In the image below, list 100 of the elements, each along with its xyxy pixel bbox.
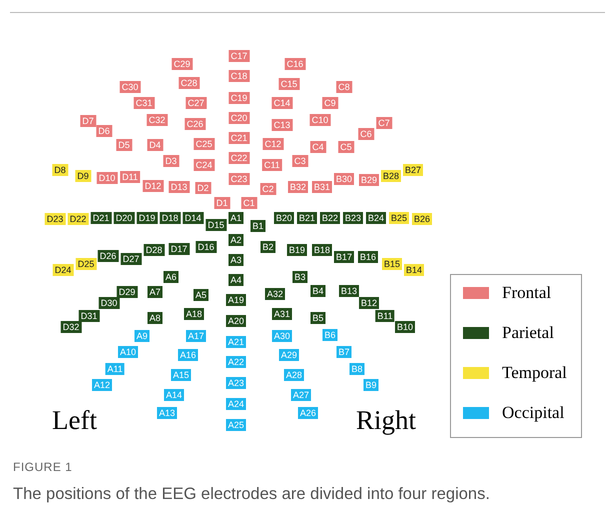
electrode-tag: C25 bbox=[194, 138, 214, 150]
electrode-tag: D11 bbox=[120, 171, 140, 183]
electrode-tag: D14 bbox=[182, 212, 204, 224]
electrode-tag: B19 bbox=[287, 244, 307, 256]
electrode-tag: A16 bbox=[178, 349, 198, 361]
electrode-tag: B20 bbox=[274, 212, 294, 224]
electrode-tag: A15 bbox=[171, 369, 191, 381]
electrode-tag: A8 bbox=[148, 312, 162, 324]
electrode-tag: C19 bbox=[228, 92, 250, 104]
electrode-tag: C21 bbox=[228, 132, 250, 144]
electrode-tag: B23 bbox=[343, 212, 363, 224]
electrode-tag: A21 bbox=[226, 336, 246, 348]
electrode-tag: A1 bbox=[228, 212, 244, 224]
electrode-tag: D5 bbox=[116, 139, 132, 151]
electrode-tag: A28 bbox=[284, 369, 304, 381]
electrode-tag: A32 bbox=[265, 288, 285, 300]
electrode-tag: D13 bbox=[168, 181, 190, 193]
electrode-tag: D9 bbox=[75, 170, 91, 182]
electrode-tag: C3 bbox=[292, 155, 308, 167]
electrode-tag: C27 bbox=[186, 97, 206, 109]
electrode-tag: D21 bbox=[90, 212, 112, 224]
electrode-tag: A11 bbox=[105, 363, 125, 375]
electrode-tag: A26 bbox=[298, 407, 318, 419]
electrode-tag: A9 bbox=[134, 330, 150, 342]
electrode-tag: C30 bbox=[120, 81, 140, 93]
electrode-tag: B13 bbox=[339, 285, 359, 297]
electrode-tag: D10 bbox=[96, 172, 118, 184]
electrode-tag: B16 bbox=[358, 251, 378, 263]
electrode-tag: C16 bbox=[284, 58, 306, 70]
electrode-tag: B10 bbox=[395, 321, 415, 333]
electrode-tag: A30 bbox=[272, 330, 292, 342]
electrode-tag: C9 bbox=[322, 97, 338, 109]
electrode-tag: A27 bbox=[291, 389, 311, 401]
electrode-tag: C29 bbox=[172, 58, 192, 70]
electrode-tag: A24 bbox=[226, 398, 246, 410]
electrode-tag: D19 bbox=[136, 212, 158, 224]
electrode-tag: D30 bbox=[98, 297, 120, 309]
electrode-tag: A20 bbox=[226, 315, 246, 327]
electrode-tag: C2 bbox=[260, 183, 276, 195]
electrode-tag: B17 bbox=[334, 251, 354, 263]
electrode-tag: D4 bbox=[147, 139, 163, 151]
electrode-tag: C8 bbox=[336, 81, 352, 93]
electrode-tag: D1 bbox=[214, 197, 230, 209]
electrode-tag: A14 bbox=[164, 389, 184, 401]
electrode-tag: A2 bbox=[228, 234, 244, 246]
electrode-tag: A31 bbox=[272, 308, 292, 320]
electrode-tag: D26 bbox=[98, 250, 118, 262]
electrode-tag: B9 bbox=[364, 379, 378, 391]
electrode-tag: D22 bbox=[68, 213, 88, 225]
electrode-tag: C4 bbox=[310, 141, 326, 153]
electrode-tag: B18 bbox=[312, 244, 332, 256]
electrode-tag: B27 bbox=[403, 164, 423, 176]
electrode-tag: C32 bbox=[146, 114, 168, 126]
electrode-tag: B6 bbox=[322, 329, 338, 341]
electrode-tag: A7 bbox=[148, 286, 162, 298]
electrode-tag: A18 bbox=[184, 308, 204, 320]
electrode-tag: B14 bbox=[404, 264, 424, 276]
electrode-tag: D15 bbox=[206, 219, 226, 231]
electrode-tag: D27 bbox=[120, 253, 142, 265]
electrode-tag: A22 bbox=[226, 356, 246, 368]
electrode-tag: C5 bbox=[338, 141, 354, 153]
electrode-tag: B7 bbox=[336, 346, 352, 358]
electrode-tag: C20 bbox=[228, 112, 250, 124]
electrode-tag: B8 bbox=[350, 363, 364, 375]
electrode-tag: D12 bbox=[142, 180, 164, 192]
electrode-tag: A5 bbox=[194, 289, 208, 301]
electrode-tag: B2 bbox=[260, 241, 276, 253]
electrode-tag: A23 bbox=[226, 377, 246, 389]
electrode-tag: D32 bbox=[60, 321, 82, 333]
electrode-tag: C11 bbox=[262, 159, 282, 171]
electrode-tag: D28 bbox=[144, 244, 164, 256]
electrode-tag: B3 bbox=[292, 271, 308, 283]
electrode-tag: A19 bbox=[226, 294, 246, 306]
electrode-tag: C24 bbox=[194, 159, 214, 171]
electrode-tag: A10 bbox=[118, 346, 138, 358]
electrode-tag: A29 bbox=[279, 349, 299, 361]
electrode-tag: D29 bbox=[116, 286, 138, 298]
electrode-tag: B4 bbox=[310, 285, 326, 297]
electrode-tag: C14 bbox=[272, 97, 292, 109]
electrode-tag: A12 bbox=[92, 379, 112, 391]
electrode-tag: B1 bbox=[250, 220, 266, 232]
electrode-tag: C23 bbox=[228, 173, 250, 185]
electrode-tag: D20 bbox=[114, 212, 134, 224]
electrode-tag: B11 bbox=[375, 310, 395, 322]
electrode-tag: B15 bbox=[382, 258, 402, 270]
electrode-tag: A4 bbox=[228, 274, 244, 286]
electrode-tag: D25 bbox=[76, 258, 96, 270]
electrode-tag: C15 bbox=[278, 78, 300, 90]
electrode-tag: D24 bbox=[52, 264, 74, 276]
electrode-tag: D17 bbox=[168, 243, 190, 255]
electrode-tag: B5 bbox=[310, 312, 326, 324]
figure-number: FIGURE 1 bbox=[13, 460, 72, 474]
electrode-tag: D2 bbox=[195, 182, 211, 194]
side-label: Left bbox=[52, 405, 97, 436]
electrode-tag: D3 bbox=[163, 155, 179, 167]
electrode-tag: A25 bbox=[226, 419, 246, 431]
electrode-tag: B28 bbox=[381, 170, 401, 182]
electrode-tag: A13 bbox=[157, 407, 177, 419]
electrode-tag: D16 bbox=[196, 241, 216, 253]
electrode-tag: D31 bbox=[78, 310, 100, 322]
